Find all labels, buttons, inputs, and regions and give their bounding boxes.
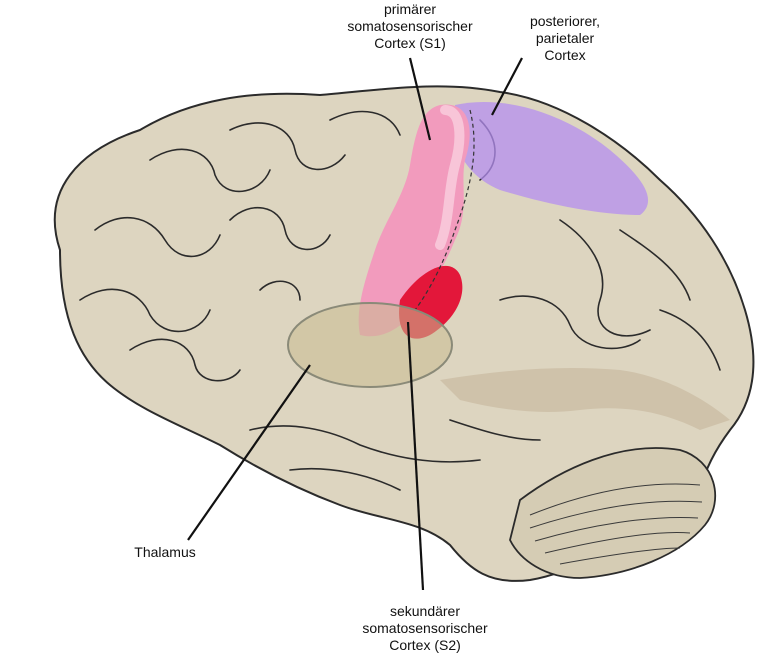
ppc-label-line: posteriorer, [529,13,601,29]
thalamus-label: Thalamus [115,544,215,561]
s2-label-line: somatosensorischer [362,620,488,636]
s1-label-line: Cortex (S1) [374,35,446,51]
ppc-pointer [491,57,523,116]
s2-label-line: sekundärer [389,603,461,619]
s1-region [358,104,470,337]
s1-pointer [408,57,432,141]
ppc-label-line: Cortex [544,47,586,63]
s1-label-line: primärer [383,1,437,17]
s2-pointer [406,321,425,591]
sulcus-dashed [414,109,475,311]
s2-label: sekundärer somatosensorischer Cortex (S2… [340,603,510,654]
posterior-parietal-cortex-region [455,102,649,215]
pointer-lines [187,57,523,591]
s1-highlight [435,105,465,250]
thalamus-pointer [187,364,311,541]
gyri-lines [79,110,721,491]
thalamus-region [287,302,453,388]
ppc-label: posteriorer, parietaler Cortex [510,13,620,64]
lateral-fissure-shading [440,368,730,430]
s1-label: primärer somatosensorischer Cortex (S1) [325,1,495,52]
s1-label-line: somatosensorischer [347,18,473,34]
ppc-label-line: parietaler [535,30,595,46]
s2-label-line: Cortex (S2) [389,637,461,653]
thalamus-label-line: Thalamus [134,544,196,560]
cerebellum-shape [509,447,717,579]
cerebellum-folia [529,483,703,565]
